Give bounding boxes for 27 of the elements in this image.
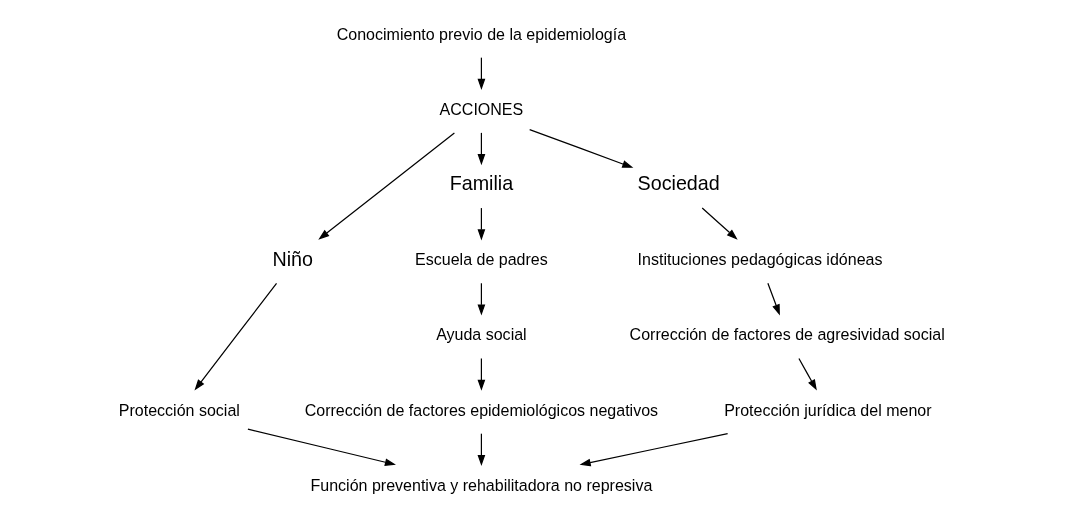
arrow — [701, 207, 738, 240]
arrow — [798, 357, 817, 391]
node-text: Ayuda social — [436, 325, 527, 344]
node-text: Protección jurídica del menor — [724, 400, 932, 419]
node-text: Familia — [449, 172, 514, 195]
arrow — [194, 282, 278, 391]
arrow — [318, 132, 455, 240]
arrow — [477, 433, 486, 466]
node-text: Protección social — [118, 400, 240, 419]
node-text: Escuela de padres — [415, 250, 548, 269]
arrow — [477, 132, 486, 166]
node-text: Conocimiento previo de la epidemiología — [336, 24, 627, 43]
node-text: Corrección de factores de agresividad social — [629, 325, 945, 344]
node-text: Función preventiva y rehabilitadora no represiva — [310, 475, 653, 494]
node-text: Sociedad — [637, 172, 720, 195]
node-text: Instituciones pedagógicas idóneas — [637, 250, 883, 269]
arrow — [247, 428, 396, 466]
arrow — [477, 357, 486, 391]
arrow — [579, 433, 729, 467]
arrow — [477, 57, 486, 90]
node-text: Niño — [272, 247, 314, 270]
arrow — [477, 282, 486, 316]
arrow — [477, 207, 486, 241]
arrow — [529, 129, 634, 168]
node-text: ACCIONES — [439, 99, 524, 118]
node-text: Corrección de factores epidemiológicos negativos — [304, 400, 659, 419]
arrow — [767, 282, 780, 316]
